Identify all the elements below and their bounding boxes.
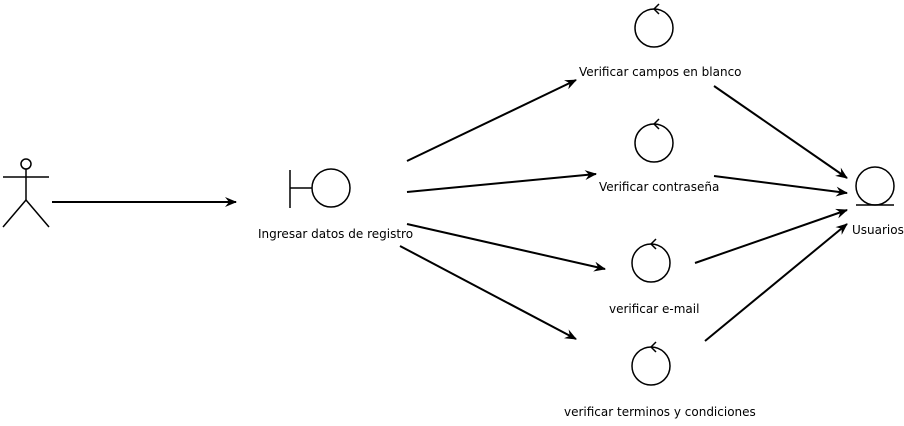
control-object-icon <box>634 3 674 48</box>
arrow-boundary-to-contrasena <box>406 170 597 193</box>
control-label-email: verificar e-mail <box>609 302 700 316</box>
boundary-label: Ingresar datos de registro <box>258 227 414 241</box>
arrow-boundary-to-email <box>406 223 606 272</box>
control-label-campos: Verificar campos en blanco <box>579 65 742 79</box>
arrow-boundary-to-campos <box>406 79 577 162</box>
arrow-terminos-to-usuarios <box>704 223 848 342</box>
control-object-icon <box>631 238 671 283</box>
control-label-contrasena: Verificar contraseña <box>599 180 720 194</box>
control-object-icon <box>634 118 674 163</box>
entity-label: Usuarios <box>852 223 904 237</box>
control-label-terminos: verificar terminos y condiciones <box>564 405 756 419</box>
entity-object-icon <box>855 166 895 206</box>
arrow-email-to-usuarios <box>694 208 848 264</box>
boundary-object-icon <box>289 168 351 208</box>
arrow-contrasena-to-usuarios <box>713 175 848 197</box>
arrow-boundary-to-terminos <box>399 245 577 340</box>
arrow-campos-to-usuarios <box>713 85 848 179</box>
control-object-icon <box>631 341 671 386</box>
actor-icon <box>2 158 50 228</box>
